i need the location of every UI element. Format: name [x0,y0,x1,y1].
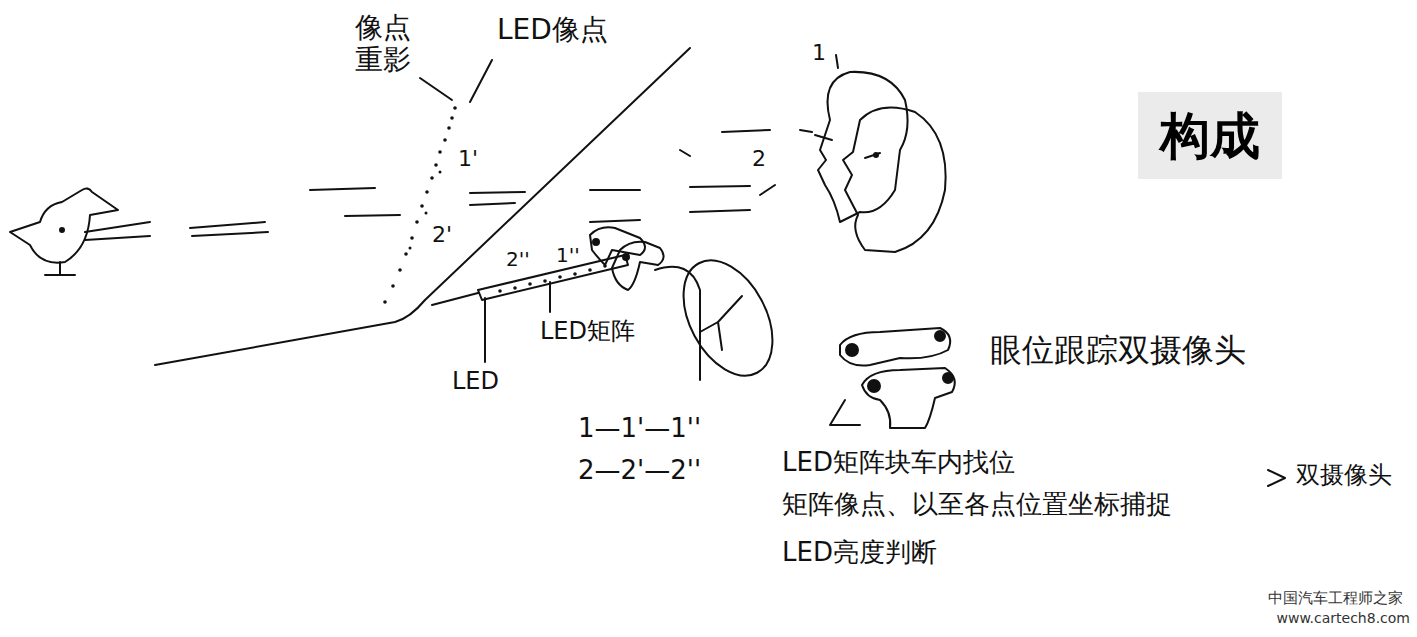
watermark: 中国汽车工程师之家 [1268,590,1403,607]
correspondence-note: 2—2'—2'' [578,456,701,486]
part-label: LED [452,368,499,396]
function-note: LED亮度判断 [782,538,937,568]
part-label: 双摄像头 [1296,462,1392,490]
annotation-text: LED像点 [497,14,608,46]
part-label: LED矩阵 [540,318,635,346]
part-label: 眼位跟踪双摄像头 [990,332,1246,369]
callout-number: 2' [432,222,452,247]
function-note: 矩阵像点、以至各点位置坐标捕捉 [782,490,1172,520]
callout-number: 1 [812,40,826,65]
callout-number: 1' [458,146,478,171]
callout-number: 1'' [556,244,580,267]
function-note: LED矩阵块车内找位 [782,448,1015,478]
callout-number: 2'' [506,248,530,271]
watermark: www.cartech8.com [1277,610,1410,626]
correspondence-note: 1—1'—1'' [578,414,701,444]
title: 构成 [1138,92,1282,179]
annotation-text: 像点 重影 [355,12,417,76]
callout-number: 2 [752,146,766,171]
